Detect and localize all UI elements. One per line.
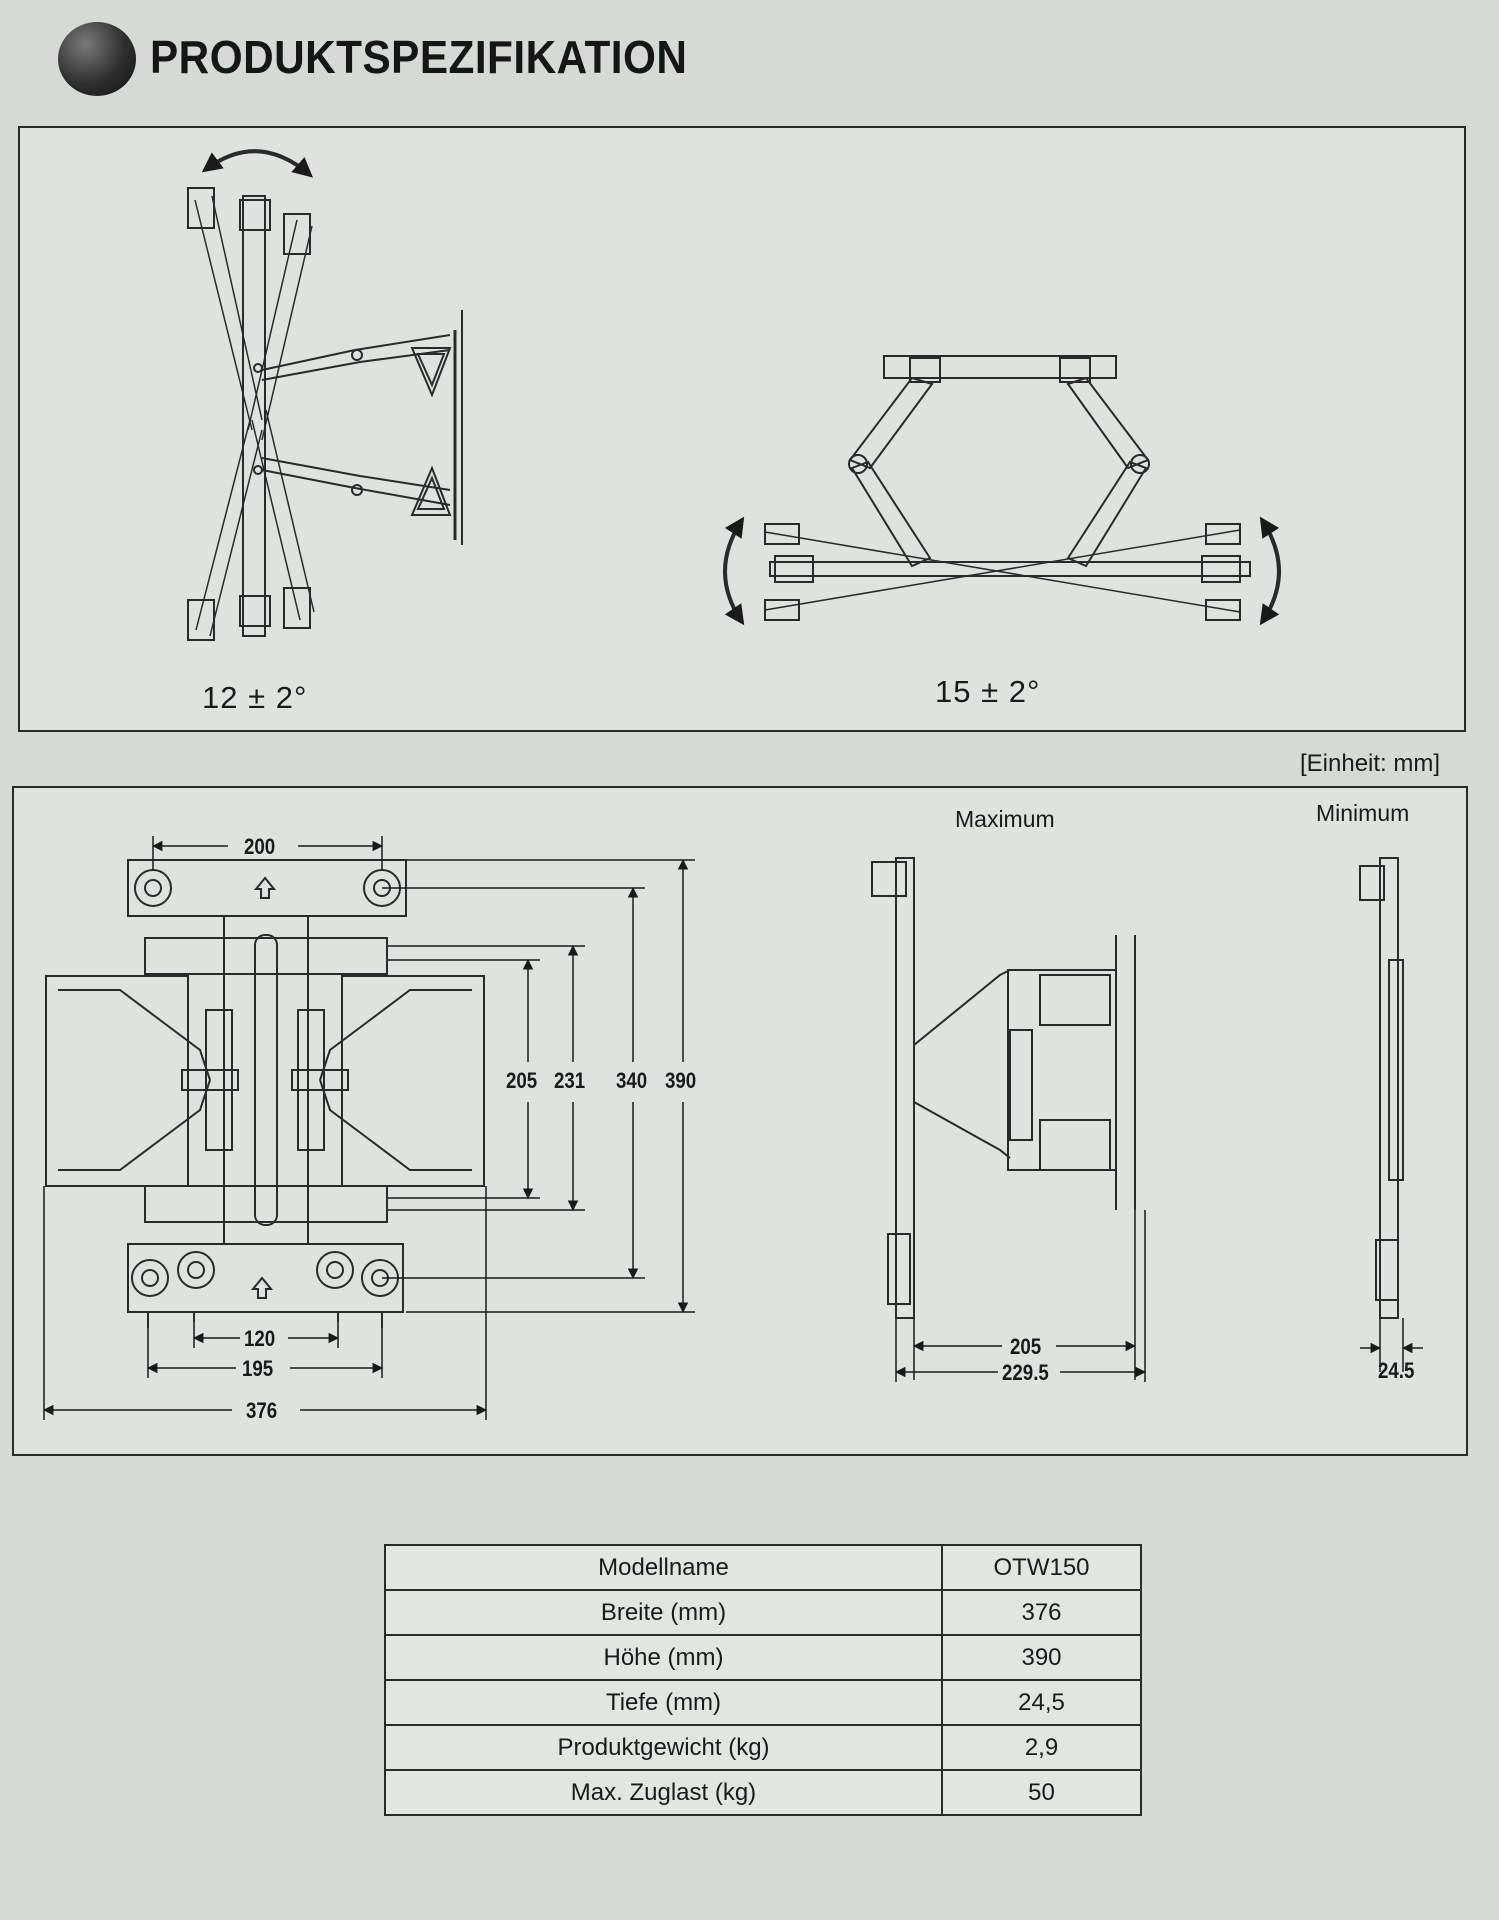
spec-key: Produktgewicht (kg) [384, 1724, 943, 1771]
spec-value: 2,9 [941, 1724, 1142, 1771]
dim-min-depth: 24.5 [1378, 1358, 1415, 1383]
dim-h4: 390 [665, 1068, 697, 1093]
spec-key: Tiefe (mm) [384, 1679, 943, 1726]
title-bullet [58, 22, 136, 96]
spec-key: Höhe (mm) [384, 1634, 943, 1681]
table-row: Produktgewicht (kg) 2,9 [384, 1724, 1142, 1771]
front-view-drawing [45, 859, 485, 1328]
table-row: Modellname OTW150 [384, 1544, 1142, 1591]
maximum-label: Maximum [955, 806, 1055, 832]
dim-max-depth-inner: 205 [1010, 1334, 1042, 1359]
spec-value: OTW150 [941, 1544, 1142, 1591]
table-row: Tiefe (mm) 24,5 [384, 1679, 1142, 1726]
dim-bottom-inner: 120 [244, 1326, 276, 1351]
side-view-maximum-drawing [871, 857, 1136, 1319]
spec-value: 50 [941, 1769, 1142, 1816]
tilt-panel [18, 126, 1466, 732]
dim-total-width: 376 [246, 1398, 278, 1423]
dim-h2: 231 [554, 1068, 586, 1093]
dim-h1: 205 [506, 1068, 538, 1093]
spec-value: 24,5 [941, 1679, 1142, 1726]
spec-key: Breite (mm) [384, 1589, 943, 1636]
spec-value: 390 [941, 1634, 1142, 1681]
table-row: Höhe (mm) 390 [384, 1634, 1142, 1681]
dim-h3: 340 [616, 1068, 648, 1093]
dim-top-width: 200 [244, 834, 276, 859]
front-view-dimension-lines [42, 836, 695, 1420]
side-view-minimum-dimension-lines [1360, 1318, 1423, 1372]
page-title: PRODUKTSPEZIFIKATION [150, 31, 688, 83]
minimum-label: Minimum [1316, 800, 1410, 826]
side-view-minimum-drawing [1359, 857, 1404, 1319]
dim-bottom-mid: 195 [242, 1356, 274, 1381]
spec-table: Modellname OTW150 Breite (mm) 376 Höhe (… [384, 1544, 1142, 1816]
spec-value: 376 [941, 1589, 1142, 1636]
side-view-maximum-dimension-lines [894, 1210, 1147, 1382]
horizontal-swivel-label: 15 ± 2° [935, 674, 1041, 709]
tilt-side-drawing [187, 149, 463, 641]
swivel-top-drawing [723, 355, 1281, 626]
spec-key: Max. Zuglast (kg) [384, 1769, 943, 1816]
dim-max-depth-outer: 229.5 [1002, 1360, 1049, 1385]
table-row: Breite (mm) 376 [384, 1589, 1142, 1636]
table-row: Max. Zuglast (kg) 50 [384, 1769, 1142, 1816]
spec-key: Modellname [384, 1544, 943, 1591]
unit-note: [Einheit: mm] [1300, 750, 1441, 777]
vertical-tilt-label: 12 ± 2° [202, 680, 308, 715]
